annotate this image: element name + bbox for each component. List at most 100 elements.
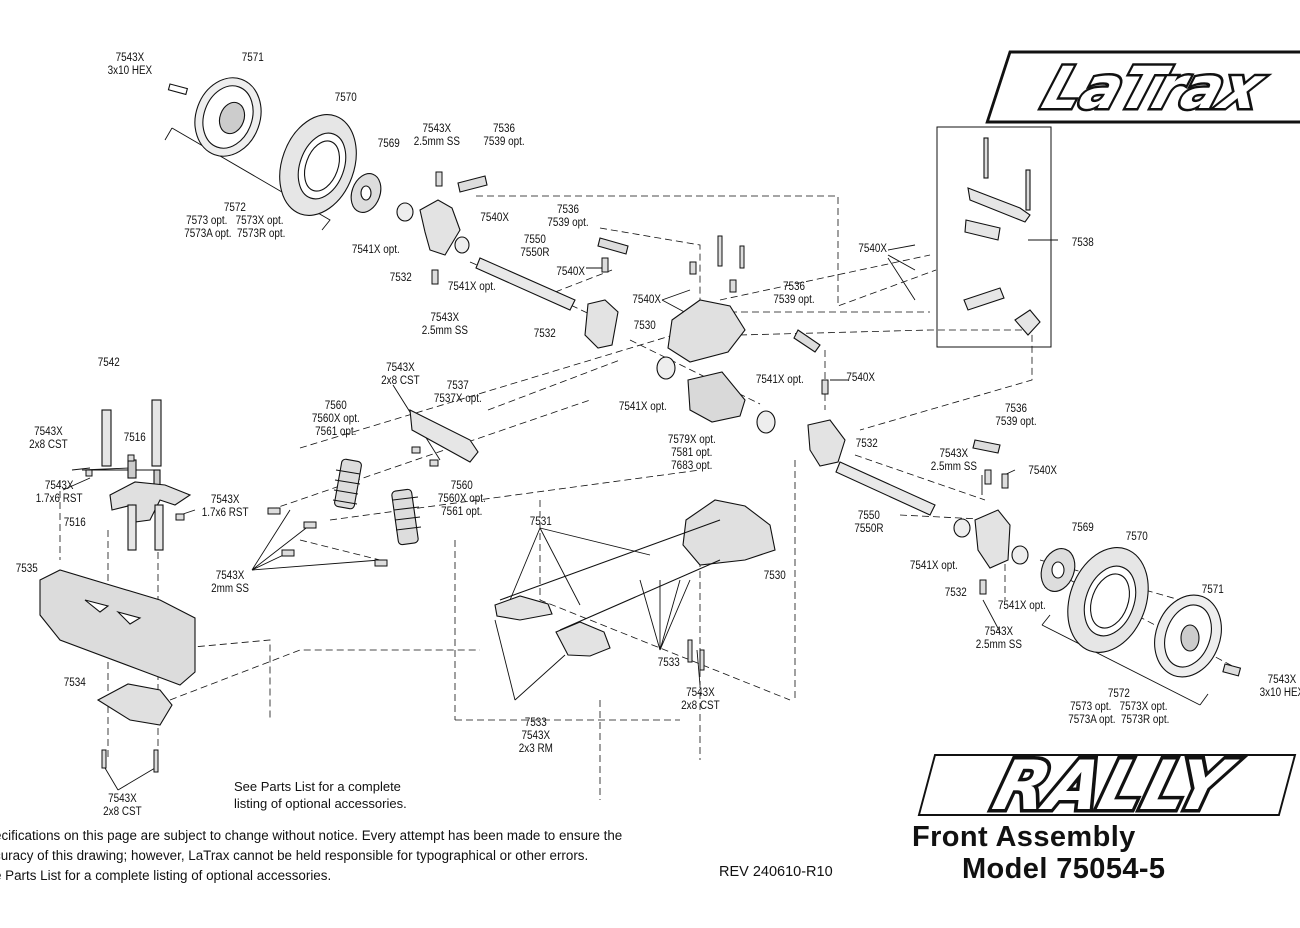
callout-7543x-25mm-left: 7543X 2.5mm SS xyxy=(421,312,468,337)
latrax-logo: LaTrax xyxy=(985,50,1300,125)
front-wheel-left xyxy=(167,77,262,157)
body-mount xyxy=(109,481,192,523)
callout-7543x-2x8cst-bottom: 7543X 2x8 CST xyxy=(681,687,720,712)
callout-7543x-17x6-left: 7543X 1.7x6 RST xyxy=(35,480,83,505)
bearing-right-inner xyxy=(953,518,971,538)
front-tire-right xyxy=(1067,547,1149,653)
callout-7569-right: 7569 xyxy=(1071,522,1094,534)
callout-7541x-diff-left: 7541X opt. xyxy=(618,401,667,413)
svg-text:LaTrax: LaTrax xyxy=(1035,55,1273,122)
callout-7570-right: 7570 xyxy=(1125,531,1148,543)
brake-disc-right xyxy=(1040,548,1076,592)
callout-7530-top: 7530 xyxy=(633,320,656,332)
callout-7543x-25mm-top: 7543X 2.5mm SS xyxy=(413,123,460,148)
callout-7541x-right2: 7541X opt. xyxy=(997,600,1046,612)
axle-left xyxy=(475,257,576,311)
brake-disc-left xyxy=(350,173,382,213)
ball-stud-right xyxy=(972,439,1001,454)
callout-7537: 7537 7537X opt. xyxy=(433,380,482,405)
steering-knuckle-right-top xyxy=(807,419,846,467)
bearing-diff-left xyxy=(656,356,676,380)
hinge-pin-2 xyxy=(559,559,721,631)
ball-stud-mid xyxy=(597,237,629,255)
callout-7534: 7534 xyxy=(63,677,86,689)
callout-7540x-mid: 7540X xyxy=(556,266,585,278)
callout-7532-mid: 7532 xyxy=(533,328,556,340)
callout-7571-left: 7571 xyxy=(241,52,264,64)
bearing-diff-right xyxy=(756,410,776,434)
callout-7543x-3x10hex-left: 7543X 3x10 HEX xyxy=(107,52,153,77)
body-post-lower-l xyxy=(127,504,137,551)
callout-7550-right: 7550 7550R xyxy=(854,510,884,535)
callout-7541x-right: 7541X opt. xyxy=(909,560,958,572)
callout-7516-top: 7516 xyxy=(123,432,146,444)
callout-7530-bottom: 7530 xyxy=(763,570,786,582)
callout-7543x-17x6-right: 7543X 1.7x6 RST xyxy=(201,494,249,519)
rally-logo: RALLY xyxy=(917,744,1297,829)
gearbox-cover xyxy=(667,299,746,363)
callout-7543x-25mm-right-top: 7543X 2.5mm SS xyxy=(930,448,977,473)
front-wheel-right xyxy=(1154,594,1242,678)
ball-stud-left xyxy=(457,175,488,193)
bearing-right-outer xyxy=(1011,545,1029,565)
callout-7572-left: 7572 7573 opt. 7573X opt. 7573A opt. 757… xyxy=(184,202,286,240)
lower-arm-2 xyxy=(555,621,611,657)
disclaimer-line2: curacy of this drawing; however, LaTrax … xyxy=(0,848,589,863)
callout-7543x-2x8cst-left: 7543X 2x8 CST xyxy=(29,426,68,451)
camber-link xyxy=(963,137,1041,336)
callout-7571-right: 7571 xyxy=(1201,584,1224,596)
callout-7533-bottom: 7533 7543X 2x3 RM xyxy=(518,717,553,755)
callout-7543x-2x8cst-tower: 7543X 2x8 CST xyxy=(381,362,420,387)
title-front-assembly: Front Assembly xyxy=(912,821,1136,853)
camber-link-box xyxy=(936,126,1052,348)
parts-list-note-line1: See Parts List for a complete xyxy=(234,779,401,794)
parts-list-note-line2: listing of optional accessories. xyxy=(234,796,407,811)
callout-7540x-top: 7540X xyxy=(480,212,509,224)
callout-7543x-2x8cst-bumper: 7543X 2x8 CST xyxy=(103,793,142,818)
callout-7533-top: 7533 xyxy=(657,657,680,669)
callout-7543x-3x10hex-right: 7543X 3x10 HEX xyxy=(1259,674,1300,699)
callout-7569-left: 7569 xyxy=(377,138,400,150)
callout-7579x: 7579X opt. 7581 opt. 7683 opt. xyxy=(667,434,716,472)
disclaimer: ecifications on this page are subject to… xyxy=(0,826,622,886)
lower-arm-1 xyxy=(494,595,553,621)
callout-7541x-left: 7541X opt. xyxy=(351,244,400,256)
callout-7536-right-top: 7536 7539 opt. xyxy=(773,281,815,306)
c-hub-left xyxy=(584,299,619,349)
callout-7560-left: 7560 7560X opt. 7561 opt. xyxy=(311,400,360,438)
disclaimer-line1: ecifications on this page are subject to… xyxy=(0,828,623,843)
shock-tower xyxy=(409,409,479,463)
differential xyxy=(687,371,746,423)
callout-7538: 7538 xyxy=(1071,237,1094,249)
callout-7532-left: 7532 xyxy=(389,272,412,284)
bearing-left-inner xyxy=(454,236,470,254)
callout-7540x-mid2: 7540X xyxy=(632,294,661,306)
callout-7532-right: 7532 xyxy=(944,587,967,599)
bumper-mount xyxy=(96,683,173,726)
callout-7540x-right: 7540X xyxy=(1028,465,1057,477)
callout-7541x-left2: 7541X opt. xyxy=(447,281,496,293)
shock-absorber-1 xyxy=(332,458,362,510)
ball-stud-right-top xyxy=(793,329,821,353)
svg-text:RALLY: RALLY xyxy=(986,747,1243,826)
front-bumper xyxy=(39,569,196,686)
callout-7531: 7531 xyxy=(529,516,552,528)
hinge-pin-1 xyxy=(499,519,721,601)
bearing-left-outer xyxy=(396,202,414,222)
bulkhead xyxy=(682,499,776,566)
callout-7542: 7542 xyxy=(97,357,120,369)
shock-absorber-2 xyxy=(391,488,422,546)
callout-7541x-diff-right: 7541X opt. xyxy=(755,374,804,386)
callout-7540x-right-top: 7540X xyxy=(846,372,875,384)
callout-7560-right: 7560 7560X opt. 7561 opt. xyxy=(437,480,486,518)
revision-code: REV 240610-R10 xyxy=(719,864,833,880)
callout-7550-left: 7550 7550R xyxy=(520,234,550,259)
callout-7540x-camber: 7540X xyxy=(858,243,887,255)
callout-7532-right-top: 7532 xyxy=(855,438,878,450)
screws xyxy=(85,171,1009,773)
callout-7572-right: 7572 7573 opt. 7573X opt. 7573A opt. 757… xyxy=(1068,688,1170,726)
disclaimer-line3: e Parts List for a complete listing of o… xyxy=(0,868,332,883)
callout-7536-mid: 7536 7539 opt. xyxy=(547,204,589,229)
